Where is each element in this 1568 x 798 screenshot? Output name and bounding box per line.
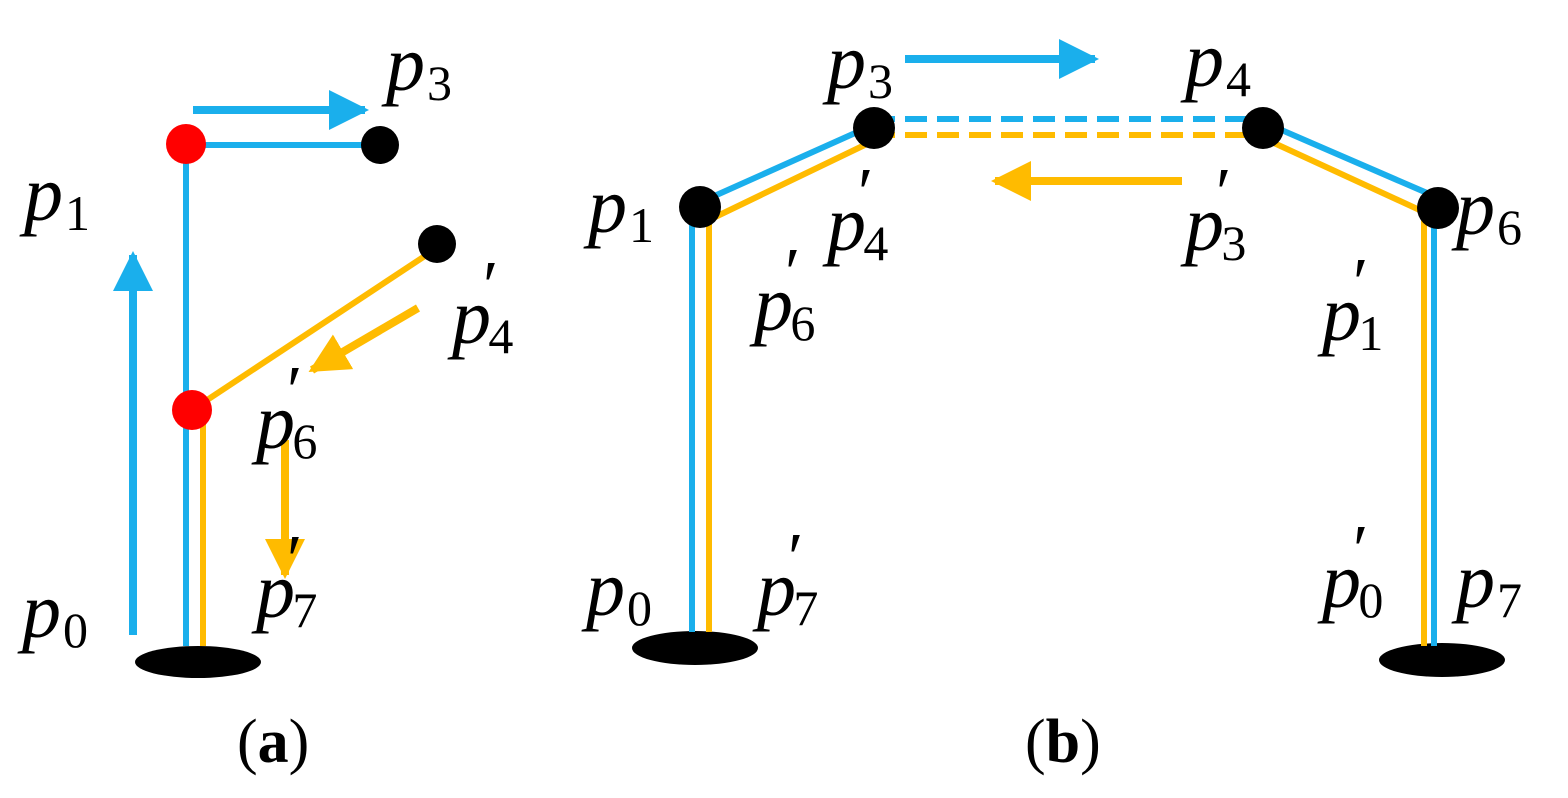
label-p3-b: p3	[822, 18, 893, 109]
orange-path-diagonal-a	[190, 243, 442, 413]
red-joint-middle	[172, 390, 212, 430]
label-p1-b: p1	[583, 162, 654, 253]
label-p3-prime-b: p′3	[1180, 155, 1246, 271]
panel-b: p0 p′7 p1 p′6 p3 p′4 p4 p′3 p6 p′1 p′0 p…	[581, 16, 1522, 776]
label-p6-prime-a: p′6	[251, 353, 317, 469]
node-p1-b	[679, 186, 721, 228]
label-p4-prime-a: p′4	[447, 248, 513, 364]
label-p7-prime-a: p′7	[251, 522, 317, 638]
label-p4-b: p4	[1180, 16, 1251, 107]
label-p1-a: p1	[19, 150, 90, 241]
label-p7-b: p7	[1451, 537, 1522, 628]
label-p1-prime-b: p′1	[1317, 245, 1383, 361]
label-p7-prime-b: p′7	[752, 520, 818, 636]
panel-a: p0 p1 p3 p′4 p′6 p′7 (a)	[17, 20, 513, 776]
label-p0-b: p0	[581, 545, 652, 636]
label-p0-a: p0	[17, 567, 88, 658]
node-p3-a	[361, 126, 399, 164]
node-p3-b	[853, 107, 895, 149]
node-p4-prime-a	[418, 225, 456, 263]
label-p6-b: p6	[1451, 164, 1522, 255]
label-p4-prime-b: p′4	[822, 155, 888, 271]
red-joint-top	[166, 124, 206, 164]
node-p4-b	[1242, 107, 1284, 149]
node-p6-b	[1417, 187, 1459, 229]
base-ellipse-a	[135, 646, 261, 678]
caption-b: (b)	[1025, 708, 1101, 776]
base-ellipse-right-b	[1379, 643, 1505, 677]
base-ellipse-left-b	[632, 631, 758, 665]
arrow-diag-orange-a	[308, 304, 421, 374]
label-p3-a: p3	[381, 20, 452, 111]
label-p0-prime-b: p′0	[1317, 512, 1383, 628]
label-p6-prime-b: p′6	[749, 235, 815, 351]
caption-a: (a)	[237, 708, 309, 776]
